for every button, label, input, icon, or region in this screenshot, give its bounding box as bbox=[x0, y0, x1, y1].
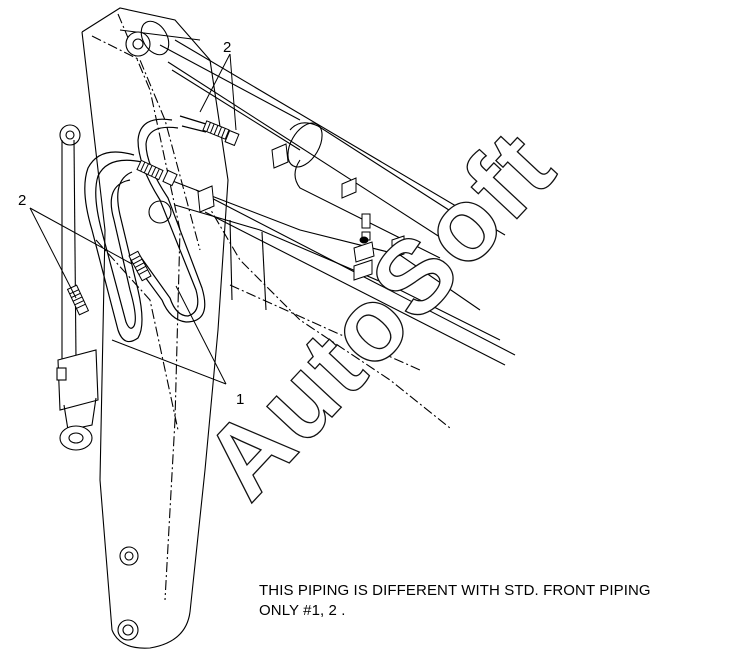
pin-bosses bbox=[59, 20, 172, 641]
watermark-text: AutoSoft bbox=[182, 109, 577, 521]
arm-cylinder bbox=[119, 29, 516, 366]
boom-cylinder bbox=[56, 139, 99, 451]
pipe-clamps bbox=[197, 143, 405, 281]
note-line-2: ONLY #1, 2 . bbox=[259, 602, 346, 619]
callout-number-right: 1 bbox=[236, 391, 244, 408]
callout-number-left: 2 bbox=[18, 192, 26, 209]
note-block: THIS PIPING IS DIFFERENT WITH STD. FRONT… bbox=[259, 581, 651, 621]
note-line-1: THIS PIPING IS DIFFERENT WITH STD. FRONT… bbox=[259, 582, 651, 599]
hose-loop-outer bbox=[84, 151, 143, 343]
hose-loop-inner bbox=[133, 115, 207, 323]
callout-number-top: 2 bbox=[223, 39, 231, 56]
callout-leaders bbox=[29, 53, 237, 385]
